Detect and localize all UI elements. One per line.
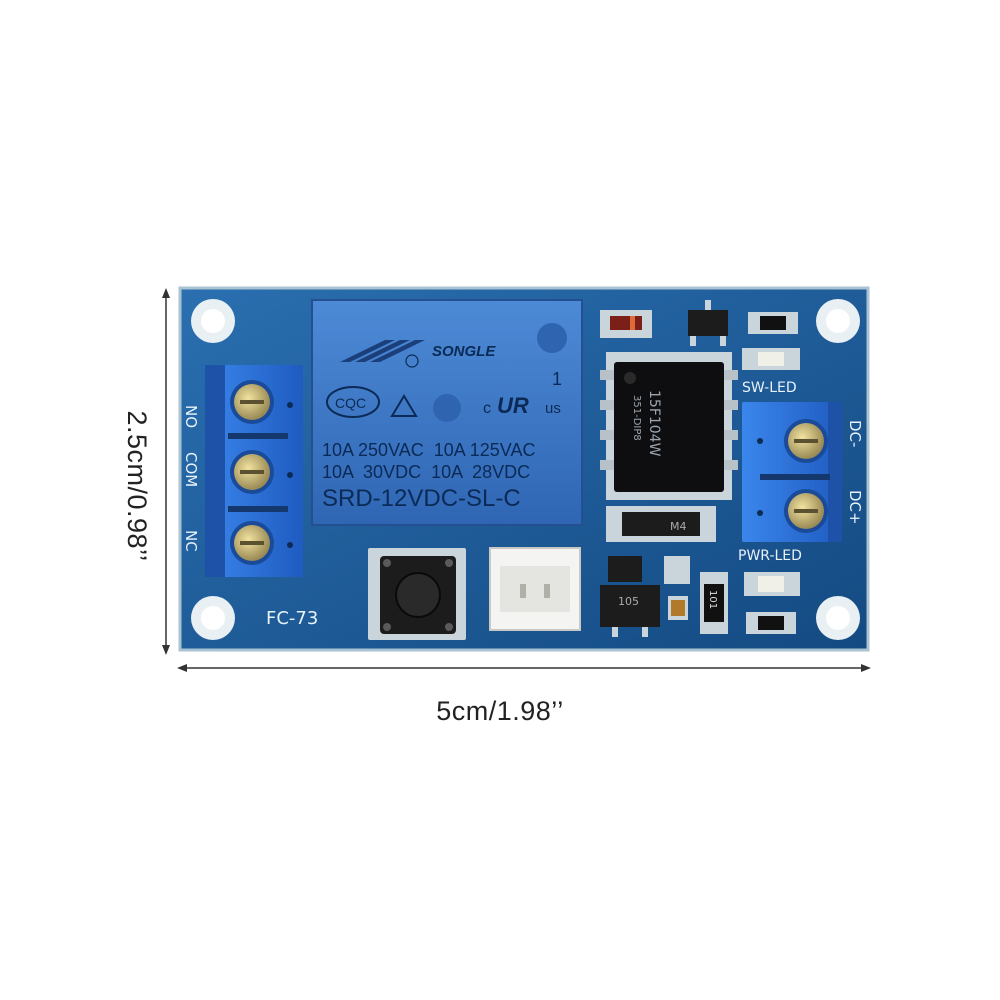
relay-ul-mark: UR [497, 393, 529, 418]
terminal-block-right [742, 402, 842, 542]
songle-logo [340, 340, 425, 362]
terminal-block-left [205, 365, 303, 577]
pwr-led [744, 572, 800, 596]
terminal-label-dc-plus: DC+ [846, 490, 864, 525]
relay-cert-cqc: CQC [335, 395, 366, 411]
sw-led-label: SW-LED [742, 380, 797, 396]
terminal-label-nc: NC [182, 530, 200, 552]
width-dimension-label: 5cm/1.98’’ [436, 696, 564, 726]
pwr-led-label: PWR-LED [738, 548, 802, 564]
relay-number: 1 [552, 369, 562, 389]
terminal-label-com: COM [182, 452, 200, 487]
ic-marking-2: 351-DIP8 [631, 395, 642, 441]
jst-connector [489, 547, 581, 631]
diode [600, 310, 652, 338]
ic-marking-1: 15F104W [646, 390, 662, 457]
resistor-101: 101 [700, 572, 728, 634]
transistor-m4: M4 [606, 506, 716, 542]
terminal-label-no: NO [182, 405, 200, 428]
mounting-hole-top-right [816, 299, 860, 343]
mounting-hole-top-left [191, 299, 235, 343]
relay-rating-2: 10A 30VDC 10A 28VDC [322, 462, 530, 482]
relay-c-mark: c [483, 400, 491, 417]
push-button [368, 548, 466, 640]
mounting-hole-bottom-left [191, 596, 235, 640]
terminal-label-dc-minus: DC- [846, 420, 864, 447]
relay-model: SRD-12VDC-SL-C [322, 485, 521, 512]
relay-rating-1: 10A 250VAC 10A 125VAC [322, 440, 536, 460]
capacitor [664, 556, 690, 620]
resistor-top [748, 312, 798, 334]
mounting-hole-bottom-right [816, 596, 860, 640]
resistor-101-marking: 101 [707, 590, 718, 609]
regulator-marking: 105 [618, 595, 639, 608]
relay: SONGLE CQC c UR us 1 10A 250VAC 10A 125V… [311, 299, 583, 526]
relay-us-mark: us [545, 400, 561, 417]
relay-brand: SONGLE [432, 343, 496, 360]
resistor-bottom [746, 612, 796, 634]
diode-marking: M4 [670, 520, 687, 533]
regulator: 105 [600, 556, 660, 637]
board-model: FC-73 [266, 608, 318, 629]
ic-chip: 15F104W 351-DIP8 [600, 352, 738, 500]
sw-led [742, 348, 800, 370]
transistor-top [688, 300, 728, 346]
